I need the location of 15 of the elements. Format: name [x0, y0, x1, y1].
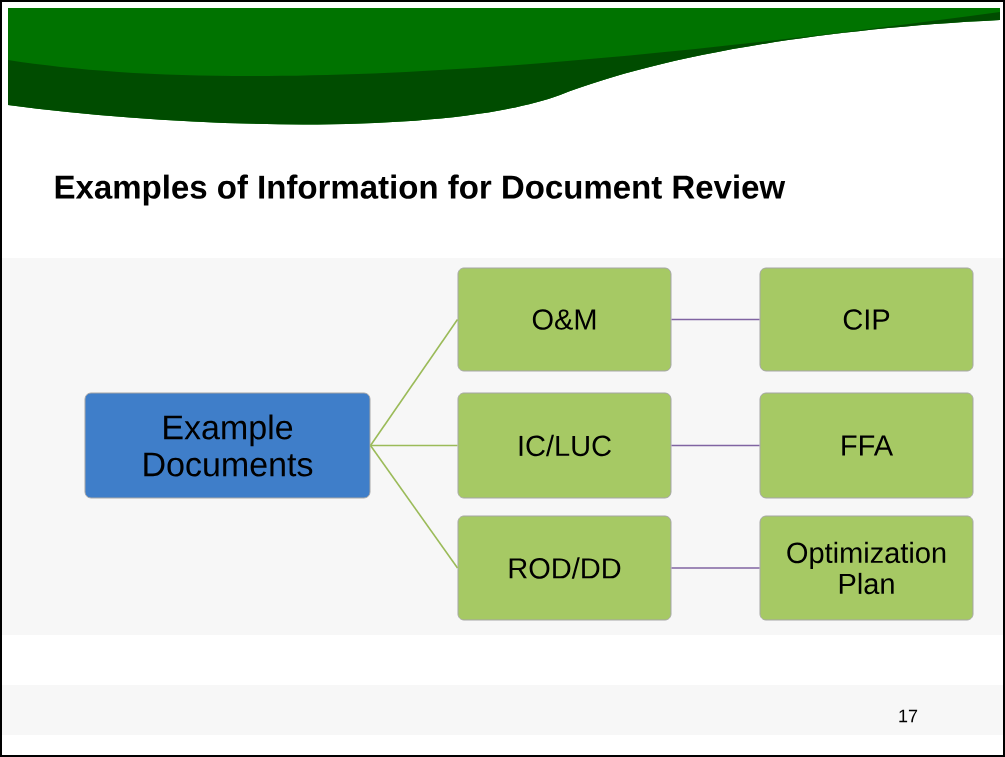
page-number: 17	[899, 709, 918, 723]
connector-line	[670, 318, 761, 321]
process-box: IC/LUC	[457, 392, 672, 499]
process-box: FFA	[759, 392, 974, 499]
connector-line	[369, 318, 459, 447]
process-box: O&M	[457, 267, 672, 372]
process-box: Example Documents	[84, 392, 371, 499]
connector-line	[369, 444, 459, 447]
connector-line	[670, 444, 761, 447]
title: Examples of Information for Document Review	[55, 174, 786, 206]
process-box: Optimization Plan	[759, 515, 974, 621]
process-box: ROD/DD	[457, 515, 672, 621]
connector-line	[670, 567, 761, 569]
process-box: CIP	[759, 267, 974, 372]
connector-line	[369, 444, 459, 569]
